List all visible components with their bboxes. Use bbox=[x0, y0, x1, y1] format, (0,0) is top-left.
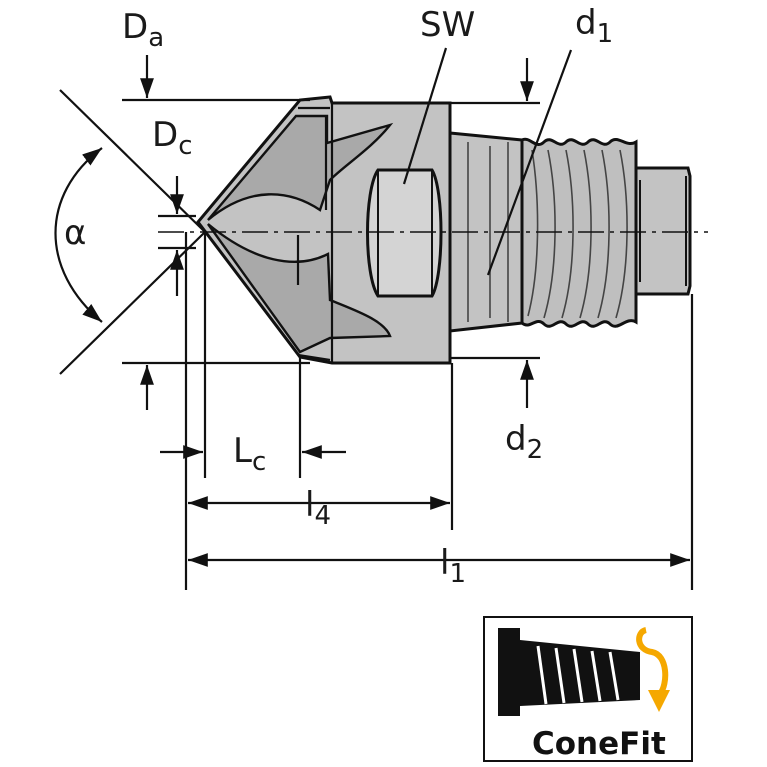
label-alpha: α bbox=[64, 213, 86, 253]
tool-body bbox=[158, 95, 708, 365]
badge-text: ConeFit bbox=[532, 726, 666, 762]
label-l1: l1 bbox=[440, 543, 466, 589]
label-Lc: Lc bbox=[233, 431, 266, 477]
shank-tip bbox=[634, 166, 692, 296]
label-Da: Da bbox=[122, 7, 164, 53]
label-SW: SW bbox=[420, 5, 475, 45]
dimension-lines bbox=[54, 47, 694, 590]
label-l4: l4 bbox=[305, 485, 331, 531]
rotation-arrow-icon bbox=[636, 627, 669, 696]
label-d1: d1 bbox=[575, 3, 613, 49]
conefit-icon bbox=[498, 627, 670, 716]
label-d2: d2 bbox=[505, 419, 543, 465]
conefit-badge: ConeFit bbox=[483, 616, 693, 762]
label-Dc: Dc bbox=[152, 115, 192, 161]
